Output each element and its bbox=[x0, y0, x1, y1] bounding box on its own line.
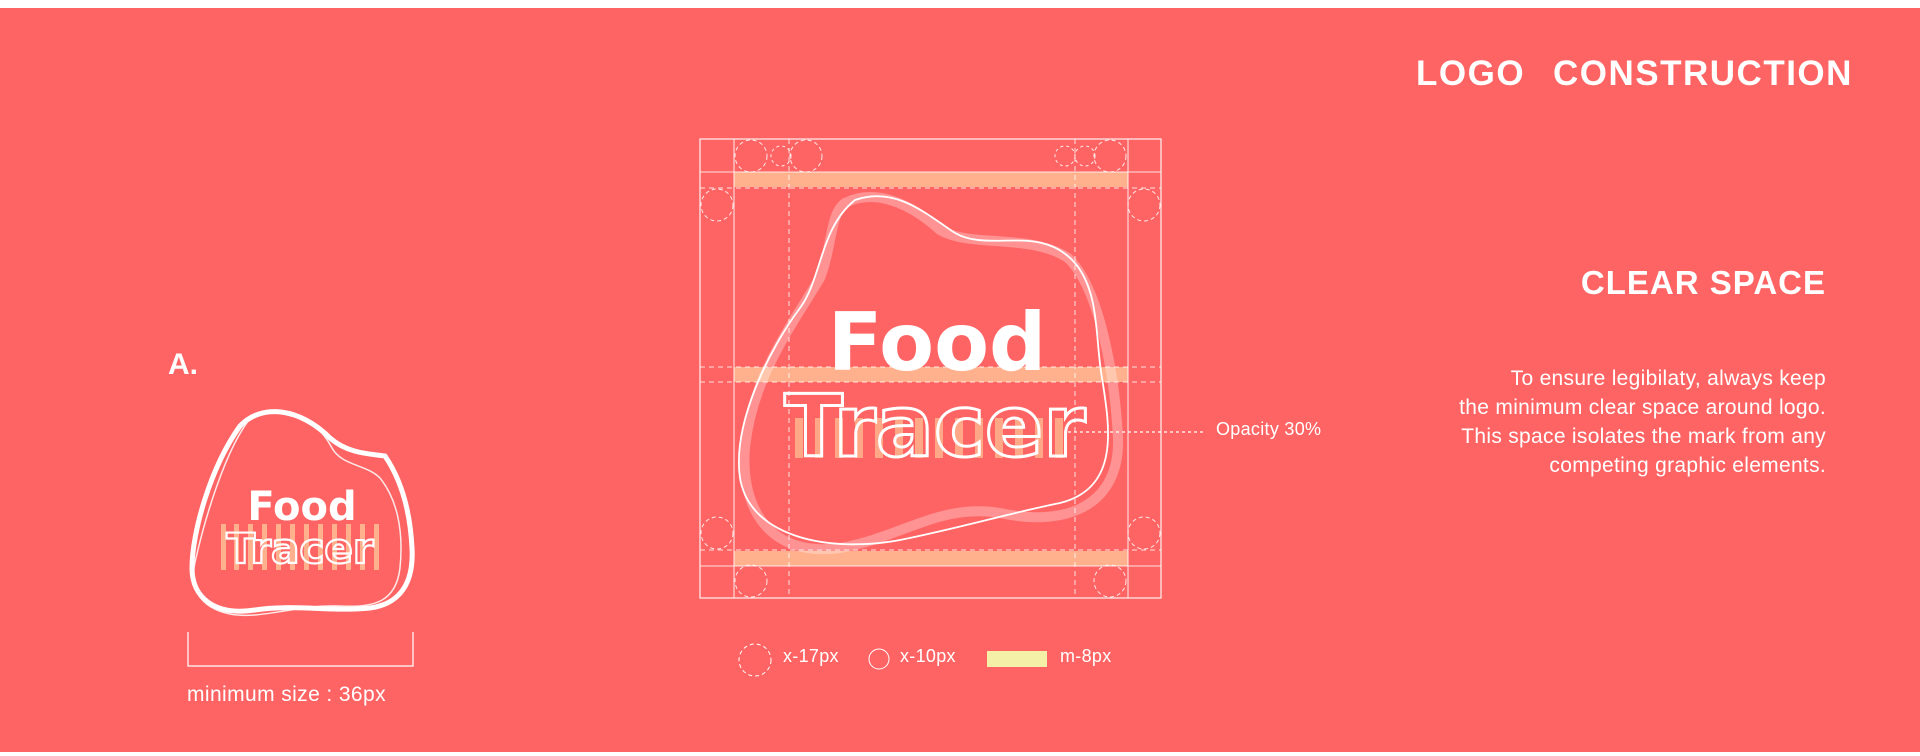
variant-label: A. bbox=[168, 348, 198, 381]
clearance-circles-small bbox=[770, 145, 1096, 167]
description: To ensure legibilaty, always keep the mi… bbox=[1366, 364, 1826, 480]
description-line: the minimum clear space around logo. bbox=[1459, 396, 1826, 419]
main-logo-tracer-text: Tracer bbox=[784, 377, 1086, 477]
header-logo-word: LOGO bbox=[1416, 54, 1526, 93]
small-logo-ghost-bars bbox=[221, 524, 379, 570]
clearance-circles bbox=[700, 139, 1161, 598]
small-logo-blob-outer bbox=[189, 409, 415, 614]
legend bbox=[738, 643, 1047, 677]
description-line: competing graphic elements. bbox=[1549, 454, 1826, 477]
dashed-circle-icon bbox=[738, 643, 772, 677]
main-logo-ghost-bars bbox=[795, 418, 1063, 458]
solid-circle-icon bbox=[868, 648, 890, 670]
description-line: This space isolates the mark from any bbox=[1461, 425, 1826, 448]
construction-grid bbox=[699, 138, 1162, 599]
minimum-size-label: minimum size : 36px bbox=[187, 683, 386, 706]
small-logo-food-text: Food bbox=[247, 484, 356, 530]
small-logo-blob-inner bbox=[192, 410, 402, 617]
construction-drawing: Food Tracer bbox=[187, 138, 1206, 677]
main-logo: Food Tracer bbox=[738, 192, 1124, 555]
main-logo-food-text: Food bbox=[828, 296, 1047, 389]
grid-frame bbox=[699, 138, 1162, 599]
logo-construction-board: LOGO CONSTRUCTION CLEAR SPACE To ensure … bbox=[0, 8, 1920, 752]
minimum-size-bracket bbox=[187, 632, 414, 667]
margin-bar-icon bbox=[987, 651, 1047, 667]
header-construction-word: CONSTRUCTION bbox=[1553, 54, 1853, 93]
legend-label: m-8px bbox=[1060, 646, 1112, 666]
description-line: To ensure legibilaty, always keep bbox=[1510, 367, 1826, 390]
main-logo-blob-outline bbox=[738, 195, 1109, 546]
legend-label: x-17px bbox=[783, 646, 839, 666]
section-title: CLEAR SPACE bbox=[1580, 264, 1826, 301]
small-logo-tracer-text: Tracer bbox=[226, 524, 373, 573]
legend-label: x-10px bbox=[900, 646, 956, 666]
grid-dashed-lines bbox=[700, 139, 1161, 598]
margin-bands bbox=[734, 172, 1128, 566]
grid-solid-lines bbox=[700, 139, 1161, 598]
small-logo: Food Tracer bbox=[187, 409, 415, 667]
opacity-annotation: Opacity 30% bbox=[1216, 419, 1322, 439]
